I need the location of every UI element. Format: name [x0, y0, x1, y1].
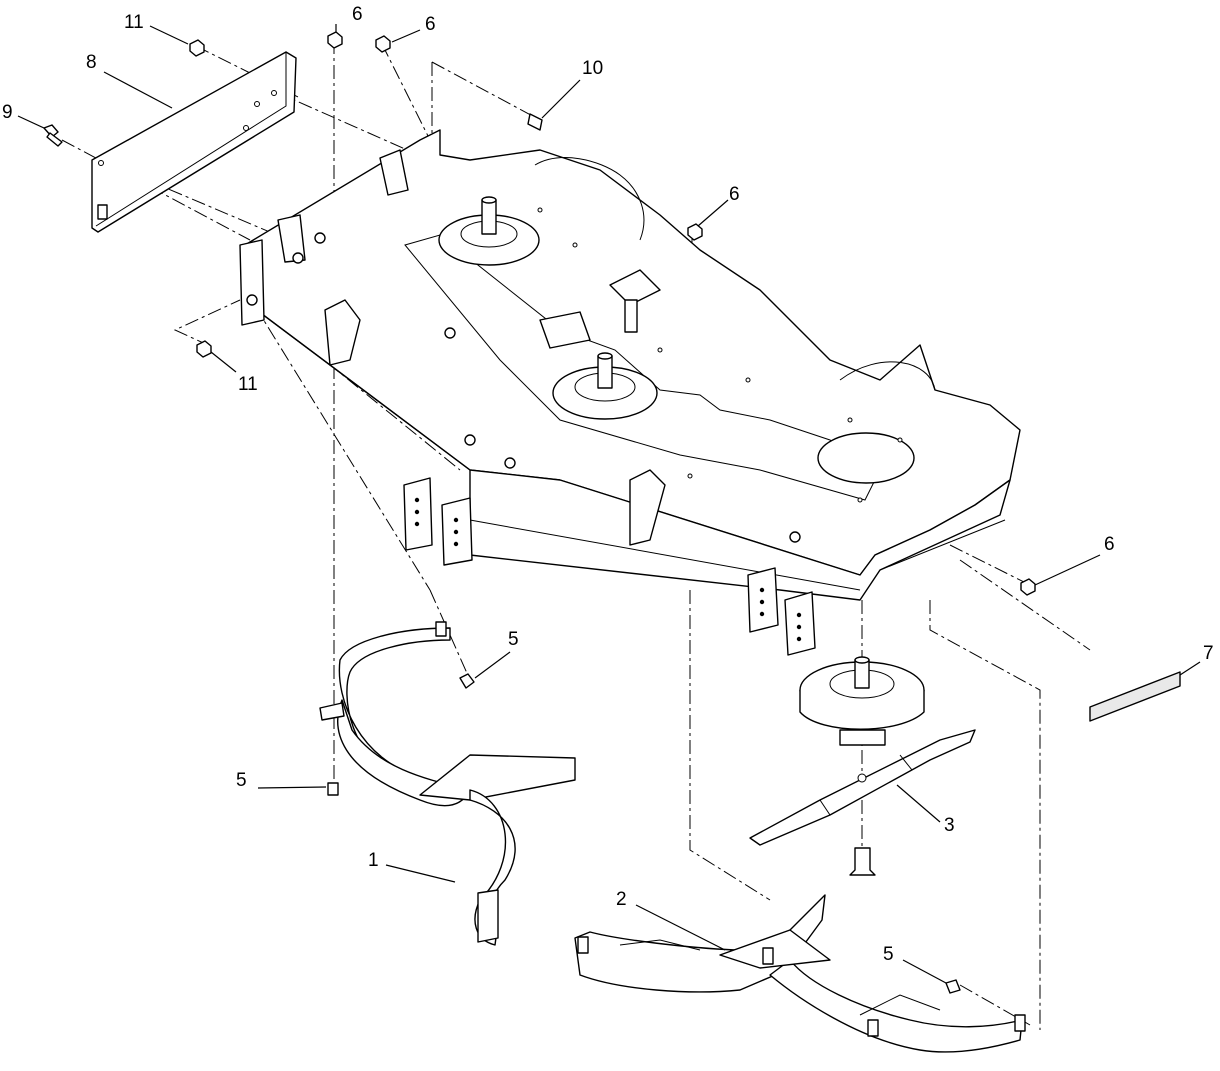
callout-6-side: 6 — [1104, 534, 1115, 555]
part-1-baffle — [319, 621, 576, 946]
part-7-strip — [1089, 671, 1181, 722]
callout-5-baffle: 5 — [508, 629, 519, 650]
callout-numbers: 11 8 9 6 6 10 6 11 6 5 7 5 3 1 2 5 — [2, 4, 1214, 965]
callout-10: 10 — [582, 58, 603, 79]
callout-8: 8 — [86, 52, 97, 73]
part-8-plate — [91, 51, 297, 233]
hardware — [43, 31, 1036, 994]
callout-5-right: 5 — [883, 944, 894, 965]
callout-11-bottom: 11 — [238, 374, 258, 395]
callout-3: 3 — [944, 815, 955, 836]
callout-6-left: 6 — [352, 4, 363, 25]
spindle-and-blade — [749, 656, 976, 876]
leader-lines — [17, 24, 1201, 984]
callout-2: 2 — [616, 889, 627, 910]
mower-deck — [239, 129, 1021, 656]
callout-7: 7 — [1203, 643, 1214, 664]
callout-5-left: 5 — [236, 770, 247, 791]
part-2-baffle — [574, 894, 1026, 1053]
height-adjust-holes — [414, 497, 802, 642]
callout-9: 9 — [2, 102, 13, 123]
callout-11-top: 11 — [124, 12, 144, 33]
callout-6-right: 6 — [729, 184, 740, 205]
callout-1: 1 — [368, 850, 379, 871]
callout-6-mid: 6 — [425, 14, 436, 35]
